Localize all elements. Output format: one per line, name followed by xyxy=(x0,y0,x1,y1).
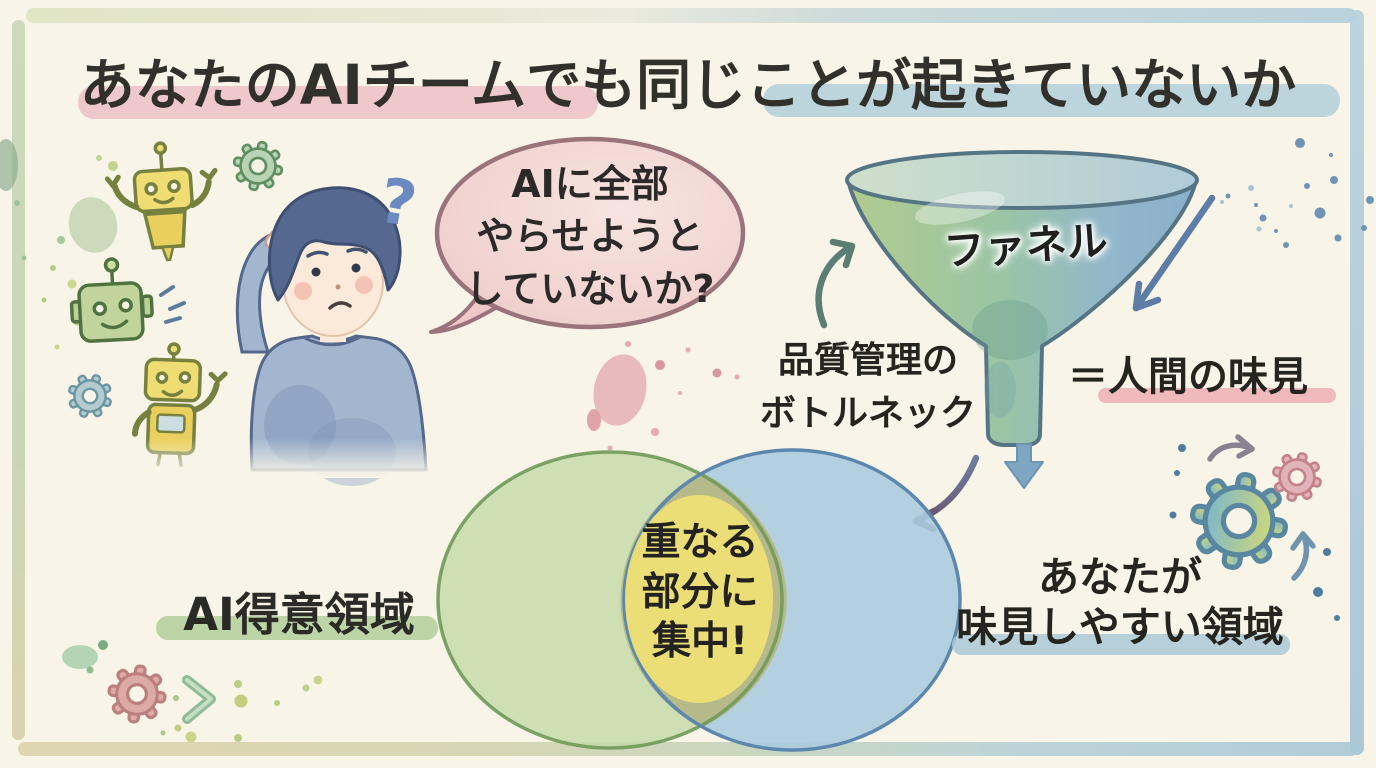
overlap-line1: 重なる xyxy=(641,520,759,565)
human-domain-line1: あなたが xyxy=(1038,553,1202,601)
paint-splatter-green xyxy=(62,640,323,743)
curved-arrow-icon xyxy=(1207,434,1255,462)
gear-icon xyxy=(103,660,171,728)
paint-splatter-pink xyxy=(587,341,740,451)
frame-border-right xyxy=(1350,10,1364,755)
down-arrow-icon xyxy=(1004,443,1044,489)
venn-overlap-label: 重なる部分に集中! xyxy=(625,518,775,667)
curved-arrow-icon xyxy=(1290,531,1316,581)
paint-splatter-blue xyxy=(1220,138,1374,248)
gear-icon xyxy=(61,367,119,425)
funnel-icon xyxy=(845,150,1199,447)
underline-blue xyxy=(952,634,1290,655)
speech-bubble-line2: やらせようと xyxy=(476,214,704,259)
speech-bubble-text: AIに全部やらせようとしていないか? xyxy=(452,158,728,315)
venn-diagram xyxy=(436,448,962,752)
frame-border-left xyxy=(12,20,25,740)
frame-border-bottom xyxy=(18,742,1358,756)
underline-green xyxy=(156,616,438,640)
bottleneck-line1: 品質管理の xyxy=(777,340,958,381)
title-highlight-blue xyxy=(763,84,1340,117)
robot-icon xyxy=(69,257,154,343)
bottleneck-caption: 品質管理のボトルネック xyxy=(748,334,988,441)
down-left-arrow-icon xyxy=(1132,194,1216,312)
overlap-line3: 集中! xyxy=(652,619,748,665)
overlap-line2: 部分に xyxy=(641,569,759,615)
human-domain-line2: 味見しやすい領域 xyxy=(956,603,1284,652)
underline-pink xyxy=(1098,388,1336,403)
chevron-icon xyxy=(182,675,216,724)
page-title: あなたのAIチームでも同じことが起きていないか xyxy=(79,53,1297,117)
ai-domain-label: AI得意領域 xyxy=(183,588,415,641)
gear-icon xyxy=(228,136,288,196)
motion-dashes xyxy=(159,285,186,324)
curved-arrow-icon xyxy=(815,238,856,329)
frame-border-top xyxy=(26,8,1356,23)
title-highlight-pink xyxy=(78,86,598,119)
overlap-highlight xyxy=(625,495,773,703)
paint-splatter-left xyxy=(0,139,118,350)
human-domain-label: あなたが味見しやすい領域 xyxy=(938,552,1302,652)
venn-circle-ai xyxy=(436,450,784,750)
robot-icon xyxy=(104,141,218,262)
speech-bubble-line1: AIに全部 xyxy=(511,162,669,206)
bottleneck-line2: ボトルネック xyxy=(759,393,976,435)
paint-splatter-dots xyxy=(1169,444,1340,621)
human-tasting-caption: ＝人間の味見 xyxy=(1068,354,1308,400)
speech-bubble-line3: していないか? xyxy=(465,266,715,311)
venn-circle-human xyxy=(622,448,962,752)
speech-bubble xyxy=(429,136,746,334)
